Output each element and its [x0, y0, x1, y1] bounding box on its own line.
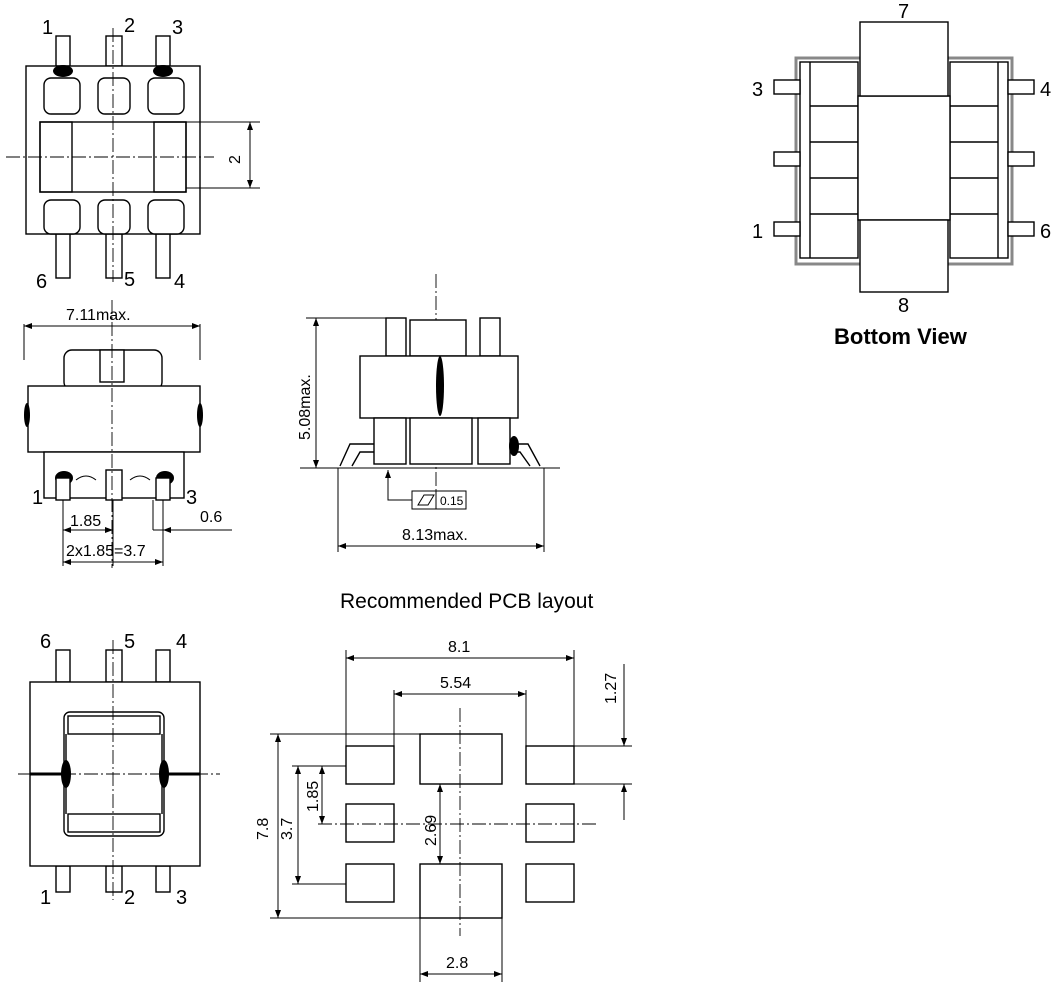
top-pin-3: 3 [172, 17, 183, 39]
pcb-side-pin-2: 2 [124, 887, 135, 909]
bottom-pin-3: 3 [752, 79, 763, 101]
bottom-pin-7: 7 [898, 1, 909, 23]
dim-pcb-center-w: 2.8 [446, 955, 468, 972]
dim-pcb-span: 3.7 [279, 818, 296, 840]
dim-flatness: 0.15 [440, 494, 464, 508]
dim-width-max: 7.11max. [66, 307, 131, 324]
bottom-pin-1: 1 [752, 221, 763, 243]
dim-pitch-total: 2x1.85=3.7 [66, 543, 146, 560]
pcb-side-pin-1: 1 [40, 887, 51, 909]
top-pin-5: 5 [124, 269, 135, 291]
dim-pcb-outer: 8.1 [448, 639, 470, 656]
pcb-title: Recommended PCB layout [340, 590, 593, 613]
bottom-pin-6: 6 [1040, 221, 1051, 243]
dim-pcb-total-h: 7.8 [255, 818, 272, 840]
side-pin-3: 3 [186, 487, 197, 509]
side-view [23, 300, 232, 568]
pcb-layout [270, 650, 632, 982]
pcb-side-pin-3: 3 [176, 887, 187, 909]
dim-pin-width: 0.6 [200, 509, 222, 526]
bottom-view [773, 21, 1035, 293]
pcb-side-pin-5: 5 [124, 631, 135, 653]
dim-pcb-pad-h: 1.27 [603, 673, 620, 704]
bottom-pin-8: 8 [898, 295, 909, 317]
dim-pcb-center-pad: 2.69 [423, 815, 440, 846]
dim-height-max: 5.08max. [297, 374, 314, 440]
bottom-pin-4: 4 [1040, 79, 1051, 101]
top-pin-1: 1 [42, 17, 53, 39]
dim-pcb-pitch: 1.85 [305, 781, 322, 812]
front-view [300, 274, 560, 552]
pcb-side-pin-6: 6 [40, 631, 51, 653]
side-pin-1: 1 [32, 487, 43, 509]
dim-top-gap: 2 [227, 155, 244, 164]
pcb-side-view [18, 640, 220, 900]
bottom-view-label: Bottom View [834, 324, 968, 349]
dim-length-max: 8.13max. [402, 527, 468, 544]
top-pin-2: 2 [124, 15, 135, 37]
top-pin-6: 6 [36, 271, 47, 293]
top-pin-4: 4 [174, 271, 185, 293]
dim-pitch: 1.85 [70, 513, 101, 530]
top-view [6, 28, 260, 282]
pcb-side-pin-4: 4 [176, 631, 187, 653]
dim-pcb-inner: 5.54 [440, 675, 471, 692]
